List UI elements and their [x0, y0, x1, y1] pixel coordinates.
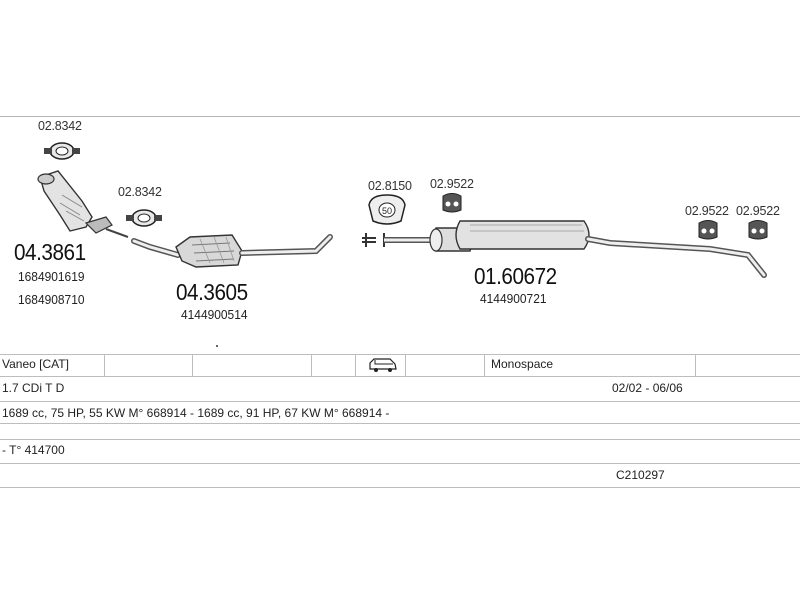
table-row: - T° 414700: [0, 439, 800, 464]
catalyst-oem-number: 1684901619: [18, 269, 85, 284]
body-type-cell: Monospace: [491, 357, 554, 371]
table-row: C210297: [0, 463, 800, 488]
silencer-oem-number: 4144900721: [480, 291, 547, 306]
marker-dot: [216, 345, 218, 347]
hanger-b-code[interactable]: 02.9522: [685, 204, 729, 218]
gasket-code[interactable]: 02.8150: [368, 179, 412, 193]
clamp-icon[interactable]: [126, 209, 162, 227]
van-icon: [366, 357, 398, 377]
hanger-a-code[interactable]: 02.9522: [430, 177, 474, 191]
table-row: Vaneo [CAT] Monospace: [0, 354, 800, 377]
front-pipe-part-number[interactable]: 04.3605: [176, 279, 248, 305]
gasket-icon[interactable]: 50: [368, 194, 406, 225]
rear-silencer-icon[interactable]: [362, 220, 767, 278]
divider: [311, 355, 312, 377]
table-row: 1.7 CDi T D 02/02 - 06/06: [0, 376, 800, 399]
silencer-part-number[interactable]: 01.60672: [474, 263, 557, 289]
top-border: [0, 116, 800, 117]
reference-cell: C210297: [616, 468, 665, 482]
front-pipe-oem-number: 4144900514: [181, 307, 248, 322]
exhaust-parts-drawing: 50: [37, 142, 768, 278]
years-cell: 02/02 - 06/06: [612, 381, 683, 395]
rubber-hanger-icon[interactable]: [748, 220, 768, 240]
type-code-cell: - T° 414700: [2, 443, 65, 457]
catalyst-icon[interactable]: [37, 170, 129, 238]
specs-cell: 1689 cc, 75 HP, 55 KW M° 668914 - 1689 c…: [2, 406, 390, 420]
gasket-size-label: 50: [382, 206, 392, 216]
rubber-hanger-icon[interactable]: [698, 220, 718, 240]
clamp-a-code[interactable]: 02.8342: [38, 119, 82, 133]
rubber-hanger-icon[interactable]: [442, 193, 462, 213]
clamp-b-code[interactable]: 02.8342: [118, 185, 162, 199]
front-pipe-icon[interactable]: [131, 234, 333, 268]
model-cell: Vaneo [CAT]: [2, 357, 69, 371]
hanger-c-code[interactable]: 02.9522: [736, 204, 780, 218]
catalyst-oem-number: 1684908710: [18, 292, 85, 307]
divider: [192, 355, 193, 377]
table-row: [0, 423, 800, 440]
divider: [104, 355, 105, 377]
divider: [405, 355, 406, 377]
engine-cell: 1.7 CDi T D: [2, 381, 65, 395]
table-row: 1689 cc, 75 HP, 55 KW M° 668914 - 1689 c…: [0, 401, 800, 424]
divider: [484, 355, 485, 377]
clamp-icon[interactable]: [44, 142, 80, 160]
exhaust-diagram: 50: [0, 115, 800, 355]
divider: [695, 355, 696, 377]
catalyst-part-number[interactable]: 04.3861: [14, 239, 86, 265]
divider: [355, 355, 356, 377]
